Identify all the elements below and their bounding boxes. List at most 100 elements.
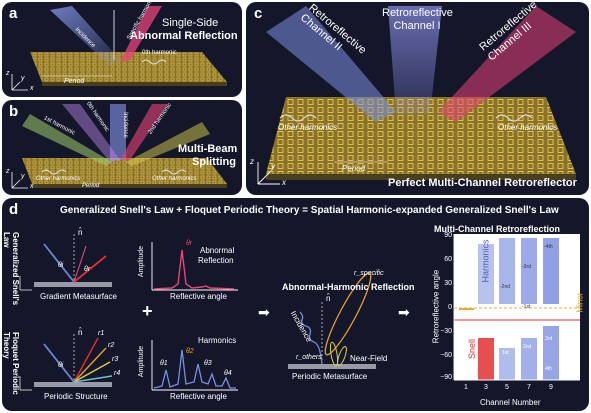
gradient-metasurface-label: Gradient Metasurface bbox=[40, 292, 117, 301]
mcr-harm-label: -2nd bbox=[500, 284, 511, 290]
gradient-metasurface-slab bbox=[34, 282, 112, 287]
harmonics-curve bbox=[153, 349, 236, 389]
axis-y: y bbox=[21, 173, 25, 180]
mcr-minor: Minor bbox=[575, 292, 585, 313]
periodic-metasurface-slab bbox=[288, 364, 376, 369]
panel-b-title-2: Splitting bbox=[192, 156, 236, 168]
ytick: 0 bbox=[448, 304, 452, 311]
panel-c-other-left: Other harmonics bbox=[278, 123, 338, 132]
panel-d-letter: d bbox=[9, 201, 19, 218]
xtick: 9 bbox=[549, 384, 553, 391]
theta-4-label: θ4 bbox=[224, 370, 232, 377]
panel-b-period: Period bbox=[82, 183, 100, 189]
mcr-title: Multi-Channel Retroreflection bbox=[434, 224, 561, 234]
panel-c-illustration bbox=[257, 6, 576, 185]
panel-b-incidence: Incidence bbox=[121, 112, 128, 138]
xtick: 5 bbox=[505, 384, 509, 391]
n-hat-top: n̂ bbox=[78, 228, 83, 237]
mcr-harmonic-bars bbox=[478, 238, 559, 304]
specific-lobe bbox=[324, 272, 372, 356]
incidence-wave bbox=[299, 311, 323, 365]
mcr-harm-label: 4th bbox=[545, 366, 552, 372]
panel-b-other-2: Other harmonics bbox=[152, 176, 197, 182]
incidence-beam bbox=[110, 104, 126, 160]
xtick: 7 bbox=[527, 384, 531, 391]
r1-label: r1 bbox=[98, 330, 105, 337]
ytick: 30 bbox=[444, 280, 452, 287]
r2-label: r2 bbox=[108, 342, 115, 349]
r4-label: r4 bbox=[114, 370, 121, 377]
amplitude-label-top: Amplitude bbox=[138, 245, 146, 278]
panel-a: a Single-Side Abnormal Reflection Incide… bbox=[2, 2, 242, 97]
panel-c: c Retroreflective Channel I Retroreflect… bbox=[246, 2, 589, 195]
channel-1-label: Retroreflective Channel I bbox=[382, 7, 453, 32]
ahr-r-others: r_others bbox=[296, 354, 322, 361]
mcr-harm-label: 3rd bbox=[545, 336, 553, 342]
panel-b: b Multi-Beam Splitting Incidence 1st har… bbox=[2, 100, 242, 195]
arrow-2: ➡ bbox=[398, 304, 410, 320]
mcr-bar-channel-1 bbox=[459, 308, 474, 310]
harmonics-label: Harmonics bbox=[198, 336, 237, 345]
panel-a-letter: a bbox=[9, 5, 18, 22]
n-hat-bottom: n̂ bbox=[78, 328, 83, 337]
mcr-harm-label: 0th bbox=[480, 322, 487, 328]
zeroth-harmonic-beam bbox=[62, 104, 120, 162]
ahr-title: Abnormal-Harmonic Reflection bbox=[282, 282, 415, 292]
mcr-harm-label: 1st bbox=[502, 350, 509, 356]
panel-b-other: Other harmonics bbox=[36, 176, 81, 182]
theta-r-peak: θr bbox=[186, 240, 193, 247]
axis-z: z bbox=[250, 157, 254, 166]
axis-y: y bbox=[271, 162, 275, 171]
panel-b-illustration bbox=[11, 104, 227, 189]
ytick: −30 bbox=[440, 328, 452, 335]
axis-y: y bbox=[21, 75, 25, 82]
periodic-metasurface-label: Periodic Metasurface bbox=[292, 372, 368, 381]
side-label-bottom: Floquet Periodic Theory bbox=[2, 332, 20, 395]
panel-c-other-right: Other harmonics bbox=[498, 123, 558, 132]
panel-c-period: Period bbox=[342, 164, 366, 173]
arrow-1: ➡ bbox=[258, 304, 270, 320]
xtick: 1 bbox=[464, 384, 468, 391]
third-harmonic-beam bbox=[126, 122, 210, 166]
axis-z: z bbox=[6, 70, 10, 77]
mcr-snell-bars bbox=[478, 326, 559, 380]
ytick: −60 bbox=[440, 352, 452, 359]
metasurface bbox=[30, 52, 227, 82]
panel-a-title-1: Single-Side bbox=[162, 17, 219, 29]
axis-x: x bbox=[282, 178, 286, 187]
ytick: 60 bbox=[444, 256, 452, 263]
mcr-yticks: 90 60 30 0 −30 −60 −90 bbox=[434, 232, 452, 382]
abnormal-label-2: Reflection bbox=[198, 256, 234, 265]
theta-i-top: θi bbox=[58, 262, 64, 269]
channel-2-beam bbox=[266, 6, 396, 122]
channel-1-beam bbox=[388, 6, 442, 114]
panel-c-letter: c bbox=[254, 5, 263, 22]
panel-b-title-1: Multi-Beam bbox=[178, 143, 238, 155]
axis-x: x bbox=[30, 183, 34, 190]
near-field-label: Near-Field bbox=[350, 354, 388, 363]
panel-c-footer: Perfect Multi-Channel Retroreflector bbox=[388, 177, 577, 189]
theta-1-label: θ1 bbox=[160, 360, 168, 367]
panel-a-period: Period bbox=[64, 78, 85, 85]
theta-3-label: θ3 bbox=[204, 360, 212, 367]
panel-b-letter: b bbox=[9, 103, 19, 120]
theta-r-top: θr bbox=[84, 266, 91, 273]
axis-x: x bbox=[30, 85, 34, 92]
side-label-top: Generalized Snell's Law bbox=[2, 232, 20, 306]
abnormal-reflection-curve bbox=[153, 249, 235, 290]
mcr-harm-label: -3rd bbox=[522, 264, 531, 270]
theta-i-bottom: θi bbox=[58, 362, 64, 369]
mcr-harm-label: -4th bbox=[544, 244, 553, 250]
first-harmonic-beam bbox=[22, 114, 112, 166]
ahr-n-hat: n̂ bbox=[326, 294, 331, 303]
panel-a-zeroth: 0th harmonic bbox=[142, 50, 177, 56]
equation-title: Generalized Snell's Law + Floquet Period… bbox=[60, 205, 559, 216]
mcr-xlabel: Channel Number bbox=[480, 398, 541, 407]
panel-a-title-2: Abnormal Reflection bbox=[130, 30, 238, 42]
ahr-r-specific: r_specific bbox=[354, 270, 384, 277]
abnormal-label-1: Abnormal bbox=[200, 246, 235, 255]
panel-d-illustration bbox=[19, 234, 580, 391]
plus-sign: + bbox=[142, 301, 153, 321]
incidence-beam bbox=[50, 6, 122, 66]
panel-a-illustration bbox=[11, 6, 227, 91]
